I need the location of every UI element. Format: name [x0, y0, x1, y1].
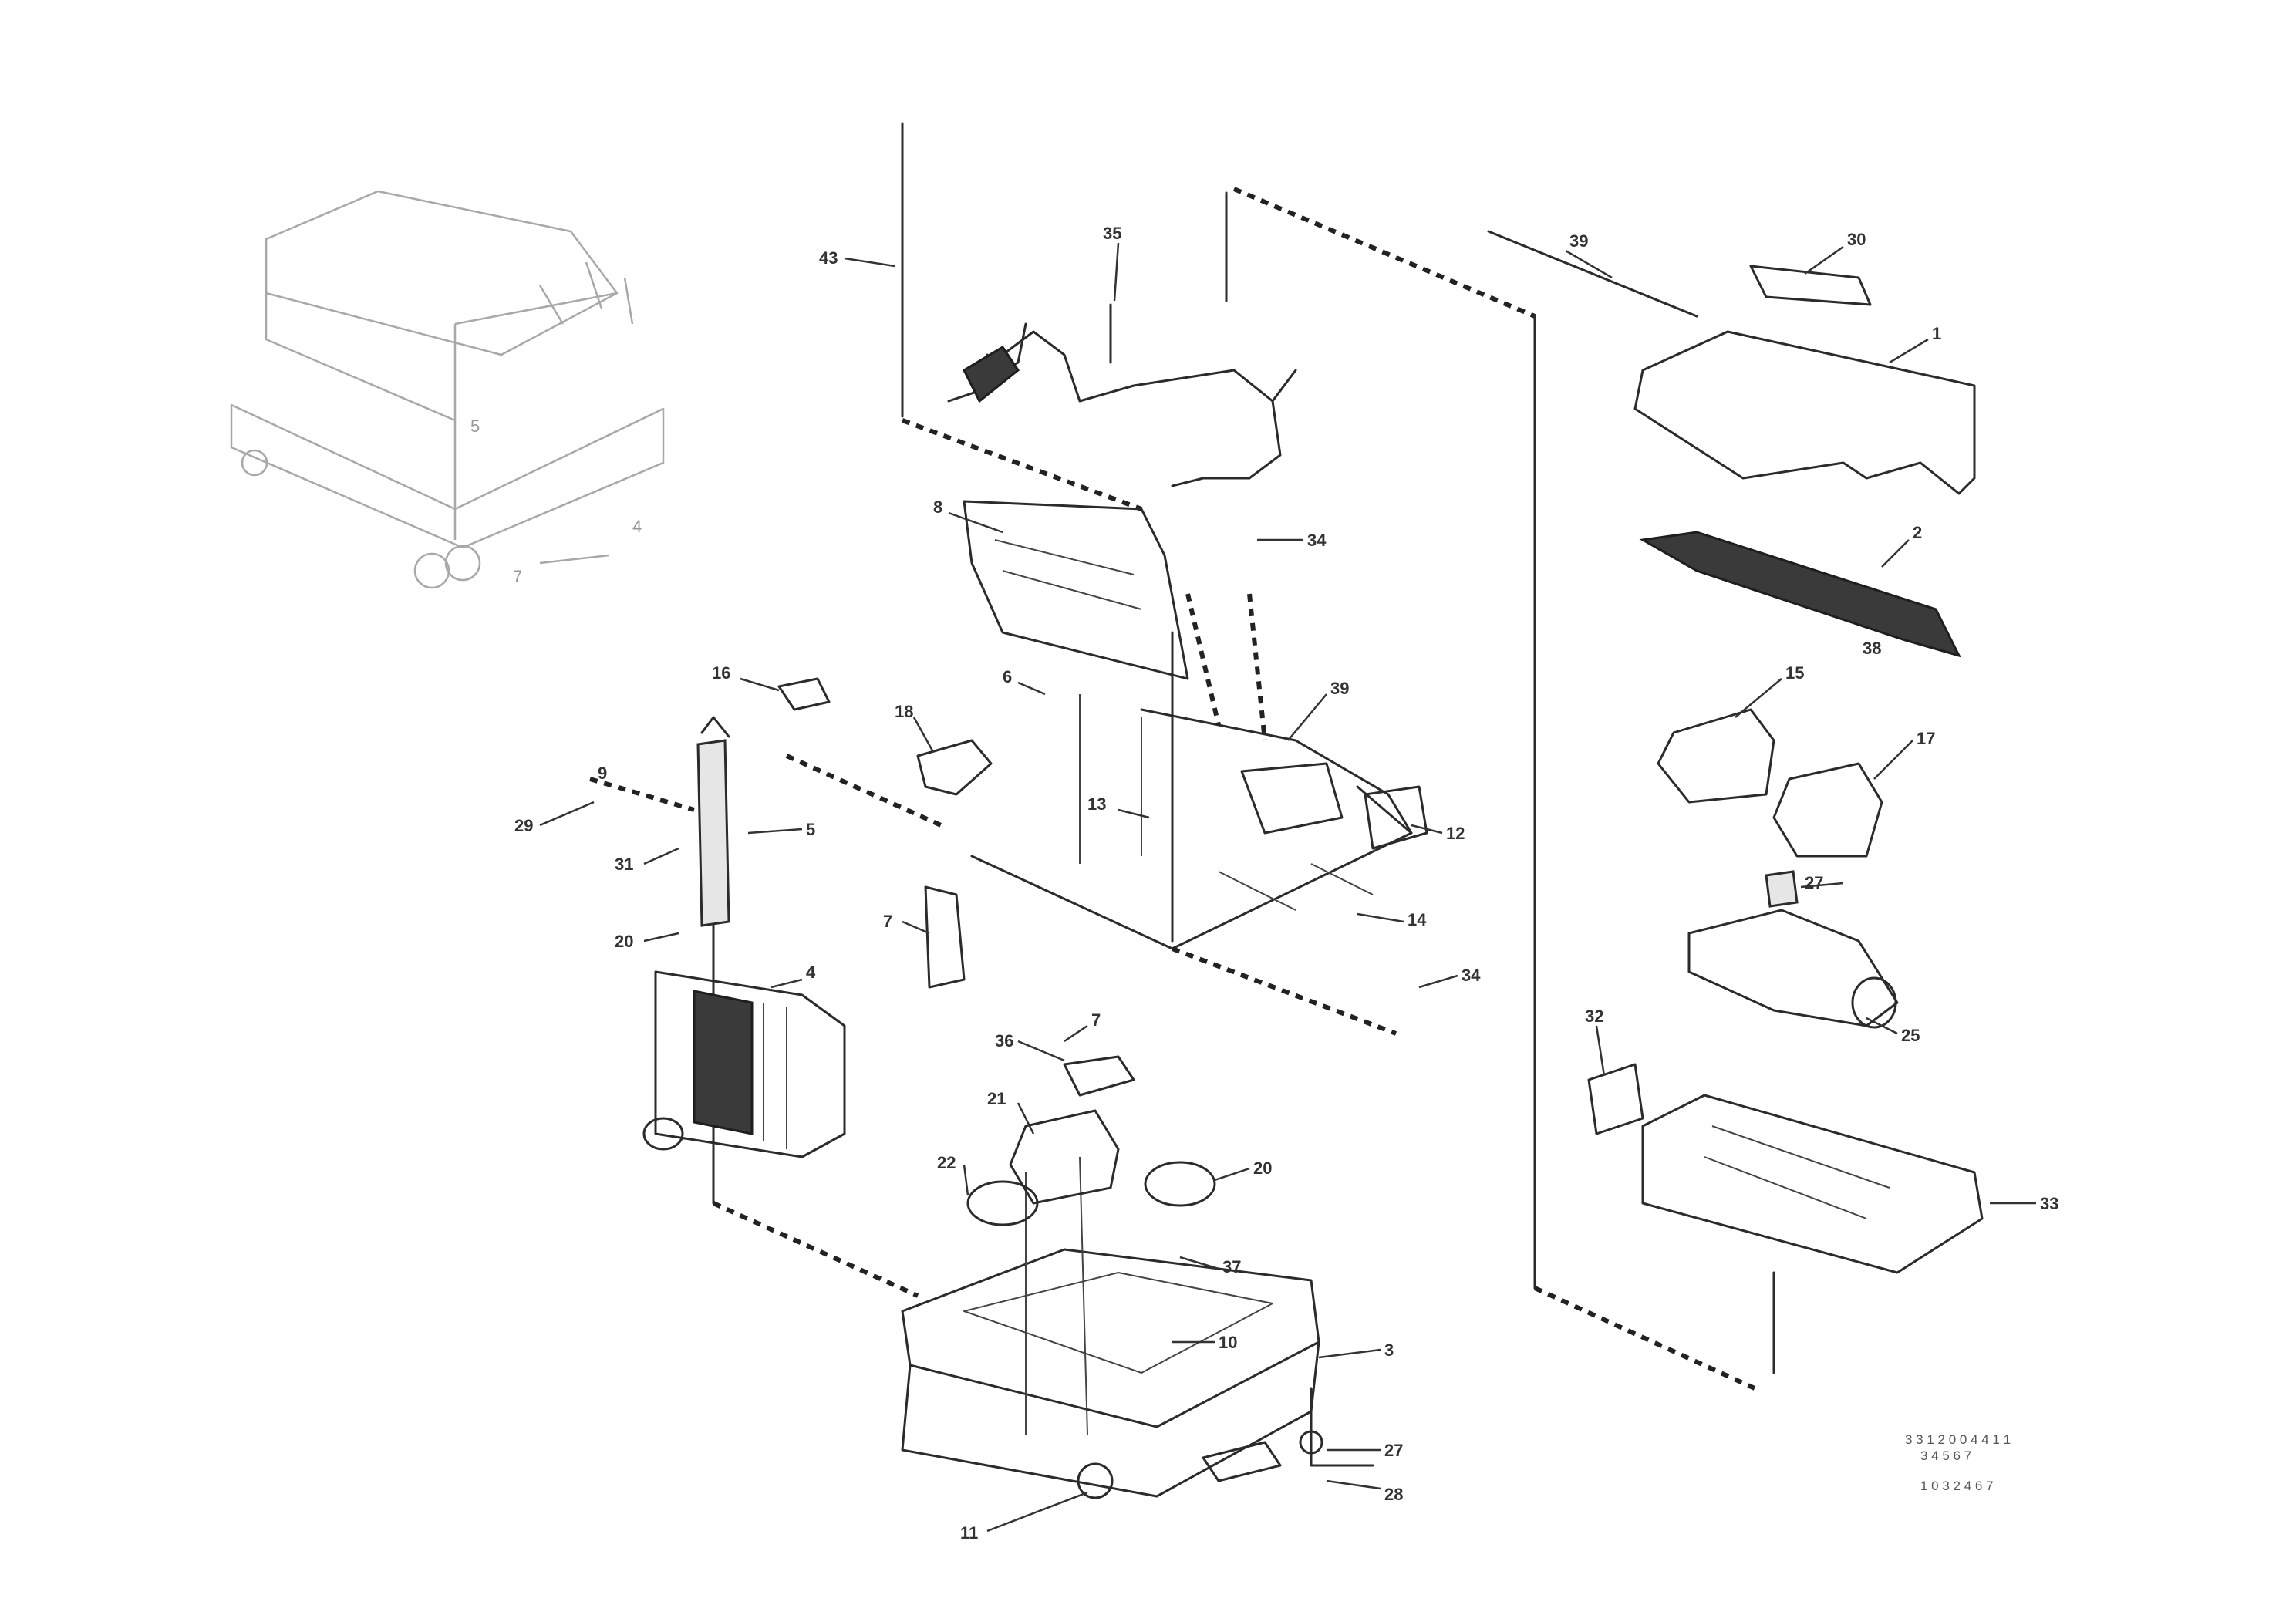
part-label-37: 37	[1222, 1257, 1241, 1276]
part-label-7: 7	[883, 912, 892, 931]
ghost-label: 7	[513, 567, 522, 586]
drawing-number: 1 0 3 2 4 6 7	[1920, 1479, 1994, 1493]
part-label-4: 4	[806, 963, 816, 982]
part-label-34: 34	[1307, 531, 1327, 550]
part-label-20b: 20	[1253, 1158, 1272, 1178]
right-column-parts	[1487, 230, 1984, 1374]
part-label-33: 33	[2040, 1194, 2058, 1213]
part-label-21: 21	[987, 1089, 1006, 1108]
part-label-15: 15	[1785, 663, 1804, 683]
part-label-38: 38	[1863, 639, 1881, 658]
part-label-8: 8	[933, 497, 942, 517]
part-label-9: 9	[598, 764, 607, 783]
assembly-overview-ghost: 5 7 4	[230, 190, 665, 589]
part-label-27b: 27	[1384, 1441, 1403, 1460]
wire-harness	[947, 303, 1297, 487]
part-label-1: 1	[1932, 324, 1941, 343]
part-label-22: 22	[937, 1153, 956, 1172]
part-label-12: 12	[1446, 824, 1465, 843]
part-label-13: 13	[1087, 794, 1106, 814]
reference-code-line-1: 3 3 1 2 0 0 4 4 1 1	[1905, 1432, 2011, 1447]
reference-code-line-2: 3 4 5 6 7	[1920, 1448, 1971, 1463]
part-label-14: 14	[1408, 910, 1427, 929]
dashed-route	[1232, 187, 1536, 319]
part-label-16: 16	[712, 663, 730, 683]
part-label-25: 25	[1901, 1026, 1920, 1045]
part-label-39b: 39	[1330, 679, 1349, 698]
part-label-28: 28	[1384, 1485, 1403, 1504]
part-label-3: 3	[1384, 1340, 1394, 1360]
part-label-17: 17	[1917, 729, 1935, 748]
part-label-5: 5	[806, 820, 815, 839]
part-label-30: 30	[1847, 230, 1866, 249]
leader-lines	[539, 242, 2036, 1533]
part-label-32: 32	[1585, 1007, 1603, 1026]
part-label-6: 6	[1003, 667, 1012, 686]
central-frame	[785, 122, 1428, 1036]
part-label-34b: 34	[1462, 966, 1481, 985]
part-label-39: 39	[1569, 231, 1588, 251]
part-label-36: 36	[995, 1031, 1013, 1050]
part-label-29: 29	[514, 816, 533, 835]
part-label-18: 18	[895, 702, 913, 721]
part-label-7b: 7	[1091, 1010, 1101, 1030]
oil-pan-assembly	[901, 1055, 1374, 1499]
ghost-label: 5	[470, 416, 480, 436]
part-label-27: 27	[1805, 873, 1823, 892]
left-lower-parts	[589, 677, 993, 1298]
part-label-10: 10	[1219, 1333, 1237, 1352]
part-label-20: 20	[615, 932, 633, 951]
part-labels: 43 35 34 39 30 1 2 8 6 16 18 39 13 12 14…	[514, 224, 2058, 1543]
ghost-label: 4	[632, 517, 642, 536]
part-label-11: 11	[960, 1523, 978, 1543]
part-label-35: 35	[1103, 224, 1121, 243]
reference-stamp: 3 3 1 2 0 0 4 4 1 1 3 4 5 6 7 1 0 3 2 4 …	[1905, 1432, 2011, 1493]
dashed-route	[1533, 1286, 1756, 1391]
part-label-31: 31	[615, 855, 633, 874]
part-label-43: 43	[819, 248, 838, 268]
part-label-2: 2	[1913, 523, 1922, 542]
